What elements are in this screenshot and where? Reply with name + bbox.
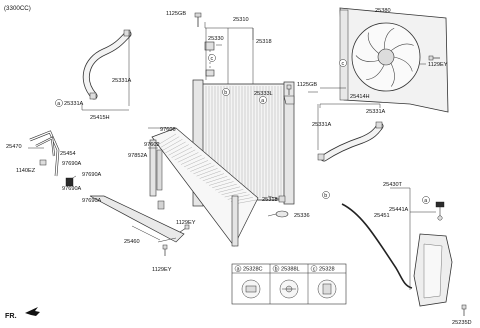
callout-b[interactable]: b xyxy=(322,191,330,199)
part-25331a-left-circle[interactable]: 25331A xyxy=(64,101,84,107)
part-25310[interactable]: 25310 xyxy=(233,17,249,23)
part-25451[interactable]: 25451 xyxy=(374,213,390,219)
legend-col-c[interactable]: c 25328 xyxy=(310,265,337,299)
callout-c[interactable]: c xyxy=(208,54,216,62)
part-25331a-right-1[interactable]: 25331A xyxy=(312,122,332,128)
part-25414h[interactable]: 25414H xyxy=(350,94,370,100)
front-label: FR. xyxy=(5,311,17,320)
part-97690a-2[interactable]: 97690A xyxy=(82,172,102,178)
engine-header: (3300CC) xyxy=(4,5,31,12)
receiver-drier-icon xyxy=(156,149,165,210)
part-25441a[interactable]: 25441A xyxy=(389,207,409,213)
cooling-fan-shroud[interactable] xyxy=(339,7,449,113)
part-1125gb-top[interactable]: 1125GB xyxy=(166,11,186,17)
legend-col-b[interactable]: b 25388L xyxy=(272,265,300,299)
part-1140ez[interactable]: 1140EZ xyxy=(16,168,36,174)
front-arrow-icon xyxy=(25,307,40,316)
legend-col-c-part: 25328 xyxy=(319,267,335,273)
part-97606[interactable]: 97606 xyxy=(160,127,176,133)
clip-25328c-icon xyxy=(241,279,261,299)
part-25318-bottom[interactable]: 25318 xyxy=(262,197,278,203)
part-25336[interactable]: 25336 xyxy=(294,213,310,219)
part-25235d[interactable]: 25235D xyxy=(452,320,472,326)
callout-c[interactable]: c xyxy=(339,59,347,67)
part-25460[interactable]: 25460 xyxy=(124,239,140,245)
callout-a[interactable]: a xyxy=(422,196,430,204)
svg-text:a: a xyxy=(57,101,60,107)
part-97602[interactable]: 97602 xyxy=(144,142,160,148)
insulator-25336-icon xyxy=(275,210,289,218)
part-25333l[interactable]: 25333L xyxy=(254,91,273,97)
part-97690a-4[interactable]: 97690A xyxy=(82,198,102,204)
callout-a[interactable]: a xyxy=(259,96,267,104)
part-25470[interactable]: 25470 xyxy=(6,144,22,150)
hose-clamp-icon xyxy=(317,121,383,161)
leader-lines xyxy=(28,22,436,290)
svg-text:b: b xyxy=(224,90,227,96)
part-97690a-3[interactable]: 97690A xyxy=(62,186,82,192)
oil-cooler-lines[interactable] xyxy=(29,130,60,177)
part-25415h[interactable]: 25415H xyxy=(90,115,110,121)
bolt-icon xyxy=(286,84,292,95)
bolt-icon xyxy=(179,224,190,233)
radiator-drain-plug-icon xyxy=(278,195,286,203)
svg-text:a: a xyxy=(261,98,264,104)
part-labels: 1125GB 25310 25330 25318 25331A 25331A 2… xyxy=(6,8,472,326)
part-25331a-hose-left[interactable]: 25331A xyxy=(112,78,132,84)
part-1125gb-mid[interactable]: 1125GB xyxy=(297,82,317,88)
bolt-icon xyxy=(162,244,168,256)
part-97852a[interactable]: 97852A xyxy=(128,153,148,159)
part-25318-top[interactable]: 25318 xyxy=(256,39,272,45)
bracket-25333l-icon xyxy=(283,95,295,105)
legend-col-a-part: 25328C xyxy=(243,267,263,273)
part-25430t[interactable]: 25430T xyxy=(383,182,403,188)
svg-text:a: a xyxy=(237,267,240,273)
svg-text:c: c xyxy=(342,61,345,67)
reservoir-hose[interactable] xyxy=(341,203,413,289)
svg-text:b: b xyxy=(275,267,278,273)
fan-hub-icon xyxy=(377,48,395,66)
legend-table: a 25328C b 25388L c 25328 xyxy=(231,263,347,305)
clip-25328-icon xyxy=(317,279,337,299)
svg-text:a: a xyxy=(424,198,427,204)
svg-text:c: c xyxy=(313,267,316,273)
part-1129ey-condenser[interactable]: 1129EY xyxy=(176,220,196,226)
fan-blades xyxy=(355,27,414,87)
part-25454[interactable]: 25454 xyxy=(60,151,76,157)
condenser-assembly[interactable] xyxy=(149,127,259,247)
part-25331a-right-2[interactable]: 25331A xyxy=(366,109,386,115)
svg-text:c: c xyxy=(211,56,214,62)
svg-text:b: b xyxy=(324,193,327,199)
clip-25388l-icon xyxy=(279,279,299,299)
radiator-top-bolt-icon xyxy=(194,12,202,27)
legend-col-b-part: 25388L xyxy=(281,267,300,273)
condenser-fins xyxy=(155,133,257,205)
callout-a[interactable]: a xyxy=(55,99,63,107)
bolt-icon xyxy=(461,304,467,316)
hose-clamp-icon xyxy=(89,29,131,100)
part-25330[interactable]: 25330 xyxy=(208,36,224,42)
part-1129ey-bottom[interactable]: 1129EY xyxy=(152,267,172,273)
part-97690a-1[interactable]: 97690A xyxy=(62,161,82,167)
legend-col-a[interactable]: a 25328C xyxy=(234,265,263,299)
reservoir-cap-icon xyxy=(435,201,445,221)
coolant-reservoir[interactable] xyxy=(413,233,453,307)
air-guard-25460[interactable] xyxy=(89,195,185,243)
front-direction-indicator: FR. xyxy=(5,307,40,320)
part-1129ey-fan[interactable]: 1129EY xyxy=(428,62,448,68)
fan-bolt-icon xyxy=(428,55,440,61)
part-25380[interactable]: 25380 xyxy=(375,8,391,14)
callout-b[interactable]: b xyxy=(222,88,230,96)
